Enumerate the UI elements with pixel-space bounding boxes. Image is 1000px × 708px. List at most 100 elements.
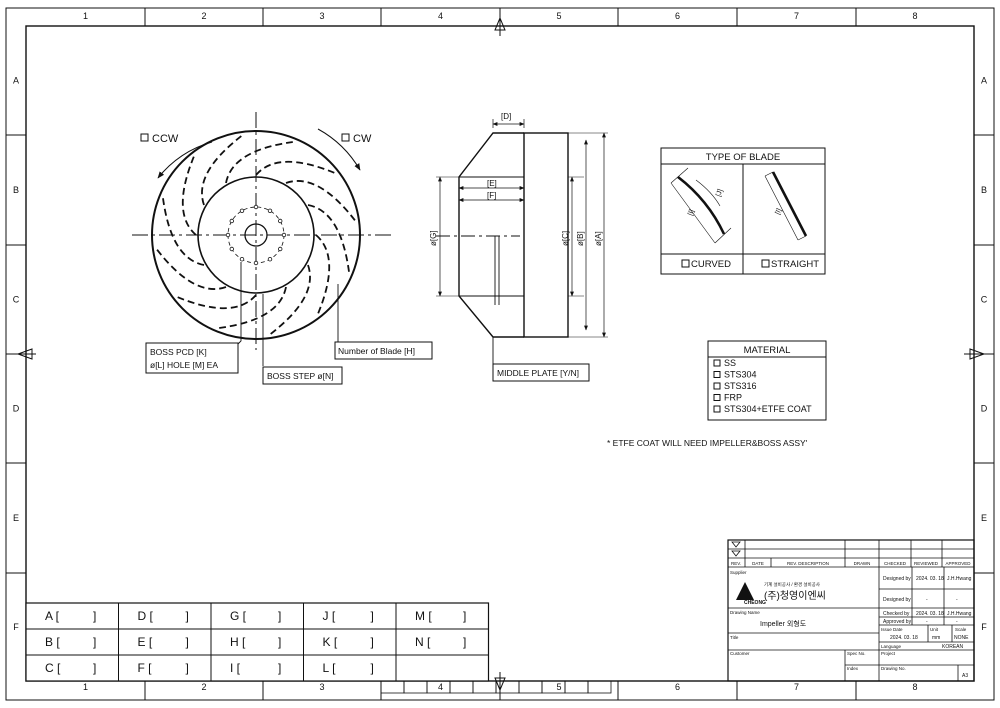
param-bracket[interactable]: ] [371, 609, 374, 623]
middle-plate-label: MIDDLE PLATE [Y/N] [497, 368, 579, 378]
material-checkbox[interactable] [713, 394, 721, 401]
param-bracket[interactable]: ] [463, 609, 466, 623]
drawing-name-label: Drawing Name [730, 610, 760, 615]
param-bracket[interactable]: ] [93, 661, 96, 675]
company-tagline: 기계 설비공사 / 환경 설비공사 [764, 581, 821, 588]
dim-g: ø[G] [429, 230, 438, 246]
blade-type-title: TYPE OF BLADE [706, 152, 780, 163]
rev-header: DRAWN [854, 561, 871, 566]
param-label: C [ [45, 661, 61, 675]
boss-circle [197, 176, 315, 294]
unit-value: mm [932, 635, 940, 641]
material-checkbox[interactable] [713, 405, 721, 413]
hole-label: ø[L] HOLE [M] EA [150, 360, 218, 370]
bolt-hole [239, 257, 245, 262]
bolt-hole [267, 257, 273, 262]
param-label: G [ [230, 609, 247, 623]
zone-column-label: 4 [438, 11, 443, 21]
dim-b: ø[B] [576, 231, 585, 246]
boss-pcd-box [145, 342, 239, 374]
approved-by-value: - [926, 619, 928, 625]
rev-header: CHECKED [884, 561, 907, 566]
zone-row-label: A [13, 76, 19, 86]
param-bracket[interactable]: ] [186, 609, 189, 623]
param-bracket[interactable]: ] [278, 609, 281, 623]
middle-plate-box [492, 363, 590, 382]
dim-e: [E] [487, 179, 497, 188]
zone-row-label: C [13, 295, 20, 305]
material-title: MATERIAL [744, 345, 791, 356]
ccw-checkbox[interactable] [140, 133, 149, 142]
param-label: E [ [138, 635, 153, 649]
material-option[interactable]: FRP [724, 393, 742, 403]
zone-column-label: 3 [319, 11, 324, 21]
zone-column-label: 1 [83, 682, 88, 692]
param-bracket[interactable]: ] [93, 609, 96, 623]
boss-step-label: BOSS STEP ø[N] [267, 371, 333, 381]
bolt-hole [278, 218, 283, 224]
unit-label: Unit [930, 627, 939, 632]
param-bracket[interactable]: ] [278, 635, 281, 649]
zone-row-label: D [13, 404, 20, 414]
checked-date: 2024. 03. 18 [916, 611, 944, 617]
blade-number-box [334, 341, 433, 360]
blade [285, 180, 356, 221]
zone-column-label: 7 [794, 682, 799, 692]
dim-c: ø[C] [561, 231, 570, 246]
zone-row-label: F [981, 622, 987, 632]
param-bracket[interactable]: ] [371, 635, 374, 649]
material-checkbox[interactable] [713, 382, 721, 390]
material-checkbox[interactable] [713, 359, 721, 367]
zone-row-label: A [981, 76, 987, 86]
param-label: F [ [138, 661, 153, 675]
customer-label: Customer [730, 651, 750, 656]
param-bracket[interactable]: ] [186, 635, 189, 649]
cw-checkbox[interactable] [341, 133, 350, 142]
param-bracket[interactable]: ] [186, 661, 189, 675]
param-bracket[interactable]: ] [278, 661, 281, 675]
material-option[interactable]: STS304+ETFE COAT [724, 404, 812, 414]
blade-number-label: Number of Blade [H] [338, 346, 415, 356]
bolt-hole [229, 246, 234, 252]
sheet-size: A3 [962, 673, 968, 679]
designed-by2-value-2: - [956, 597, 958, 603]
zone-column-label: 3 [319, 682, 324, 692]
cw-label: CW [353, 133, 372, 145]
etfe-note: * ETFE COAT WILL NEED IMPELLER&BOSS ASSY… [607, 438, 808, 448]
straight-i-label: [I] [774, 208, 783, 216]
material-option[interactable]: STS316 [724, 381, 757, 391]
param-bracket[interactable]: ] [371, 661, 374, 675]
param-label: N [ [415, 635, 431, 649]
company-logo-icon [736, 582, 754, 600]
straight-label[interactable]: STRAIGHT [771, 259, 819, 270]
logo-text: CHEONG [744, 600, 766, 606]
param-label: K [ [323, 635, 338, 649]
scale-value: NONE [954, 635, 969, 641]
front-view: CCW CW BOSS PCD [K] ø[L] HOLE [M] EA BOS… [132, 112, 433, 385]
project-label: Project [881, 651, 896, 656]
material-option[interactable]: STS304 [724, 370, 757, 380]
param-label: M [ [415, 609, 432, 623]
centering-marks [14, 14, 986, 694]
param-bracket[interactable]: ] [93, 635, 96, 649]
impeller-outer-circle [151, 130, 361, 340]
approved-by-label: Approved by [883, 619, 912, 625]
boss-pcd-label: BOSS PCD [K] [150, 347, 207, 357]
blade [270, 264, 311, 335]
material-option[interactable]: SS [724, 358, 736, 368]
blade [177, 294, 257, 310]
curved-label[interactable]: CURVED [691, 259, 731, 270]
param-bracket[interactable]: ] [463, 635, 466, 649]
material-checkbox[interactable] [713, 371, 721, 378]
drawing-name: Impeller 외형도 [760, 619, 807, 628]
designed-date: 2024. 03. 18 [916, 576, 944, 582]
bottom-strip [380, 680, 612, 694]
zone-column-label: 6 [675, 11, 680, 21]
rev-header: REV. [731, 561, 741, 566]
zone-row-label: F [13, 622, 19, 632]
impeller-body [523, 132, 569, 338]
blade [156, 249, 227, 290]
